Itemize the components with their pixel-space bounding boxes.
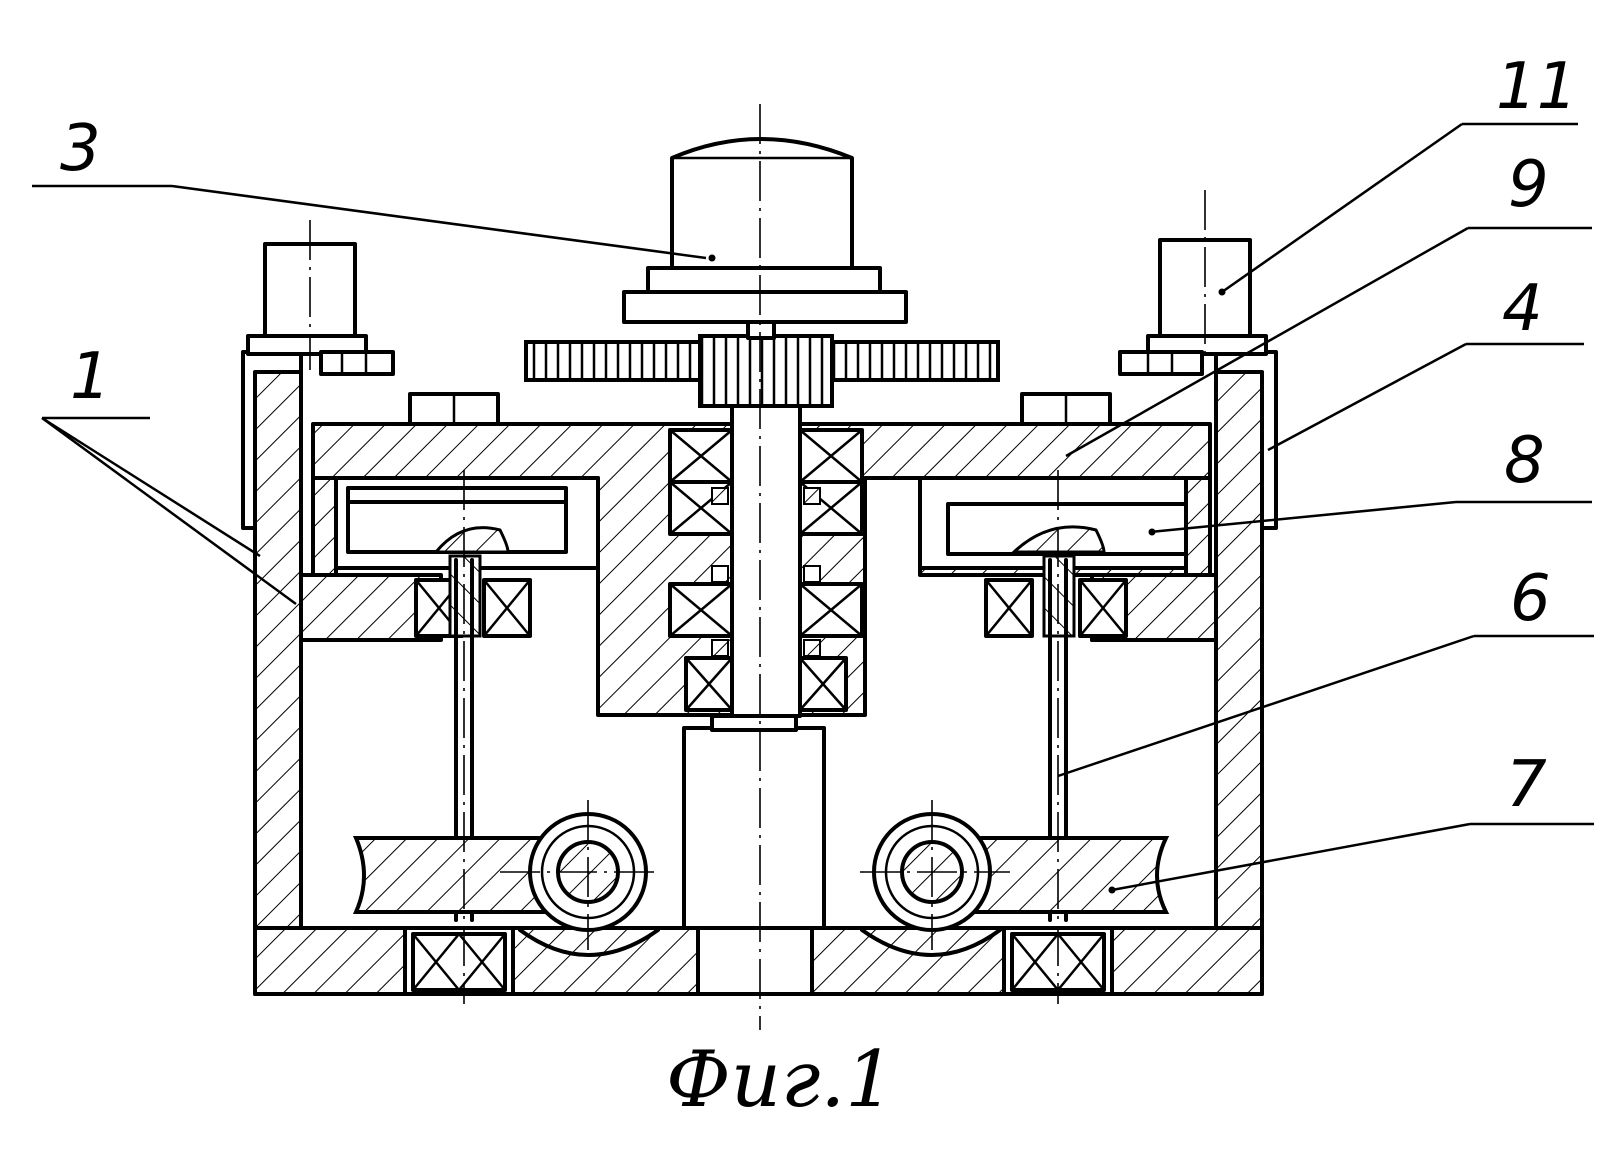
main-gear — [526, 322, 998, 406]
label-11: 11 — [1496, 50, 1577, 124]
label-8: 8 — [1504, 424, 1545, 498]
central-shaft — [670, 406, 862, 928]
central-motor — [624, 139, 906, 322]
label-3: 3 — [60, 112, 101, 186]
label-7: 7 — [1506, 748, 1547, 822]
base-openings — [405, 928, 1112, 994]
label-1: 1 — [70, 340, 111, 414]
label-9: 9 — [1508, 148, 1549, 222]
label-6: 6 — [1510, 562, 1551, 636]
label-4: 4 — [1502, 272, 1543, 346]
figure-caption: Фиг.1 — [666, 1035, 895, 1125]
